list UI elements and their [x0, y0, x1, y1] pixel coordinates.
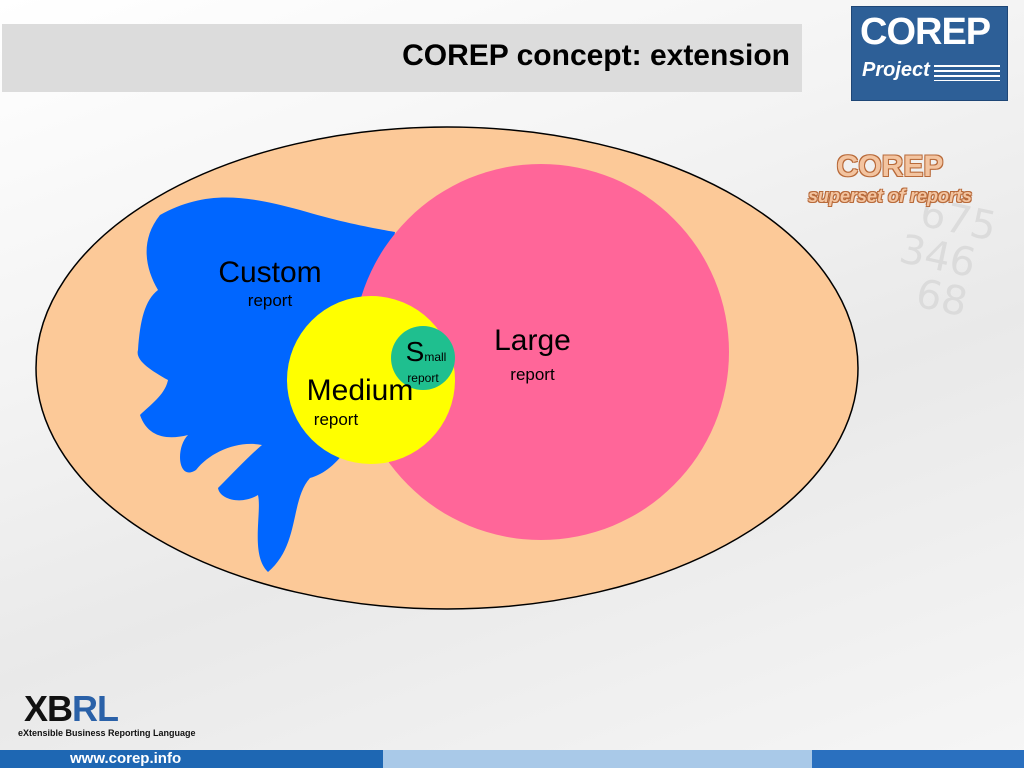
xbrl-wordmark: XBRL: [24, 688, 119, 729]
title-bar: COREP concept: extension: [2, 24, 802, 92]
footer-url-link[interactable]: www.corep.info: [70, 750, 182, 767]
logo-stripes: [934, 65, 1000, 81]
custom-report-shape: [137, 197, 395, 572]
small-label: Small: [396, 338, 456, 366]
logo-line1: COREP: [860, 11, 991, 53]
page-title: COREP concept: extension: [402, 39, 790, 72]
large-label: Large: [494, 324, 571, 357]
small-report-circle: [391, 326, 455, 390]
xbrl-tagline: eXtensible Business Reporting Language: [18, 728, 196, 738]
medium-sub-label: report: [313, 410, 359, 429]
custom-sub-label: report: [247, 291, 293, 310]
corep-project-logo: COREP Project: [851, 6, 1008, 101]
corep-side-title: COREP: [836, 150, 944, 183]
custom-label: Custom: [218, 256, 322, 289]
corep-side-subtitle: superset of reports: [807, 186, 973, 206]
footer-bar: www.corep.info: [0, 750, 1024, 768]
corep-superset-label: COREP superset of reports: [770, 150, 1010, 207]
large-sub-label: report: [510, 365, 555, 384]
small-label-rest: mall: [424, 350, 447, 364]
large-report-circle: [353, 164, 729, 540]
xbrl-logo: XBRL eXtensible Business Reporting Langu…: [18, 688, 196, 748]
logo-line2: Project: [862, 59, 930, 81]
medium-label: Medium: [306, 374, 414, 407]
small-sub-label: report: [407, 371, 439, 385]
small-label-initial: S: [405, 336, 425, 367]
